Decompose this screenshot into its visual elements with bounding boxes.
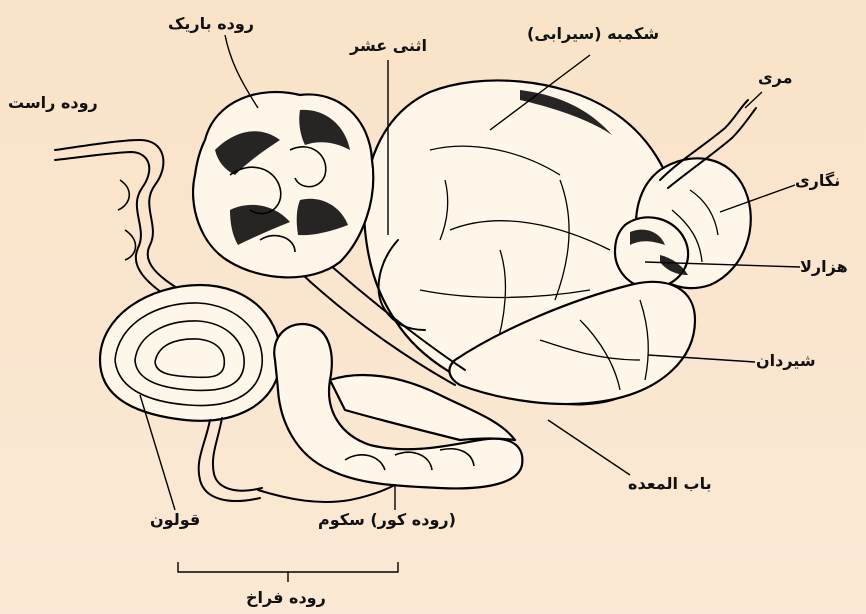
label-colon: قولون (150, 512, 200, 528)
label-large-intestine: روده فراخ (246, 590, 326, 606)
small-intestine-organ (193, 92, 373, 277)
label-pylorus: باب المعده (628, 476, 712, 492)
label-cecum: (روده کور) سکوم (318, 512, 456, 528)
label-small-intestine: روده باریک (168, 16, 254, 32)
label-abomasum: شیردان (756, 353, 816, 369)
label-omasum: هزارلا (800, 259, 848, 275)
large-intestine-brace (178, 562, 398, 582)
rectum-organ (55, 140, 215, 308)
label-esophagus: مری (758, 70, 793, 86)
label-reticulum: نگاری (795, 173, 840, 189)
label-rectum: روده راست (8, 95, 98, 111)
omasum-organ (615, 217, 688, 288)
leader-pylorus (548, 420, 630, 475)
label-rumen: شکمبه (سیرابی) (527, 26, 659, 42)
label-duodenum: اثنی عشر (350, 38, 427, 54)
colon-organ (100, 285, 280, 501)
